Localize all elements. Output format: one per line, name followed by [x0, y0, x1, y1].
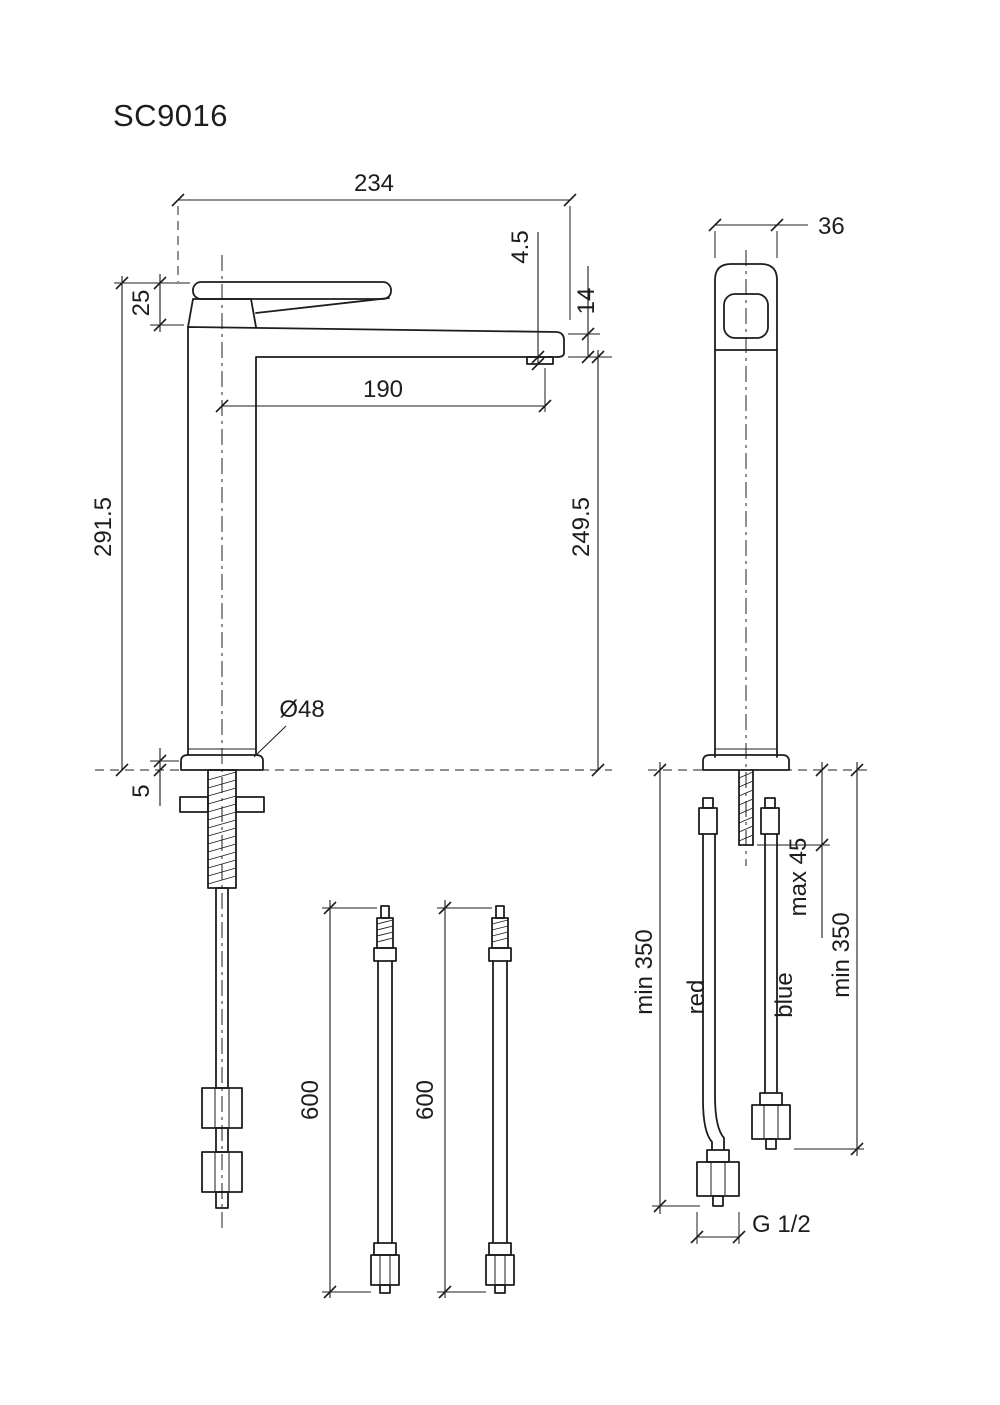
dim-4-5-label: 4.5	[507, 230, 534, 263]
dimension-25: 25	[114, 274, 190, 332]
dimension-36: 36	[708, 213, 845, 258]
base-plate-side	[702, 754, 790, 771]
supply-hose-hot	[696, 797, 740, 1207]
dimension-190: 190	[215, 368, 552, 413]
faucet-side-view	[648, 250, 868, 1207]
dim-291-5-label: 291.5	[90, 497, 117, 557]
dim-25-label: 25	[128, 290, 155, 317]
spout-and-column-outline	[187, 326, 565, 756]
dimension-234: 234	[171, 170, 577, 320]
dim-190-label: 190	[363, 376, 403, 403]
mounting-washer-left	[179, 796, 209, 813]
cold-hose-label: blue	[771, 972, 798, 1017]
dimension-5: 5	[128, 748, 179, 806]
dim-234-label: 234	[354, 170, 394, 197]
dimension-291-5: 291.5	[90, 276, 129, 777]
flex-hose-right	[485, 905, 515, 1294]
dim-min-350-left-label: min 350	[631, 929, 658, 1014]
dim-5-label: 5	[128, 784, 155, 797]
dimension-diameter-48: Ø48	[253, 696, 325, 758]
mounting-washer-right	[235, 796, 265, 813]
dimension-max-45: max 45	[757, 762, 830, 938]
dim-min-350-right-label: min 350	[828, 912, 855, 997]
dim-g-half-label: G 1/2	[752, 1211, 811, 1238]
handle-lever-front	[192, 281, 392, 300]
dimension-g-half: G 1/2	[690, 1211, 811, 1244]
dim-max-45-label: max 45	[785, 838, 812, 917]
dim-600-left-label: 600	[297, 1080, 324, 1120]
dimension-249-5: 249.5	[568, 350, 605, 777]
faucet-front-view	[95, 255, 612, 1232]
dimension-min-350-left: min 350	[631, 762, 700, 1214]
dimension-min-350-right: min 350	[794, 762, 864, 1156]
dim-diameter-48-label: Ø48	[279, 696, 324, 723]
dim-36-label: 36	[818, 213, 845, 240]
dimension-4-5: 4.5	[507, 230, 545, 371]
flex-hose-left	[370, 905, 400, 1294]
thread-hatching	[207, 771, 237, 885]
aerator-tip	[526, 356, 554, 365]
model-number-label: SC9016	[113, 98, 228, 133]
handle-underside-line	[255, 297, 390, 314]
threaded-stud-side	[738, 769, 754, 846]
side-view-dimensions: 36 min 350 red max 45 blue min 350	[631, 213, 864, 1244]
hot-hose-label: red	[683, 980, 710, 1015]
dim-14-label: 14	[573, 288, 600, 315]
dimension-14: 14	[568, 266, 612, 364]
dim-600-right-label: 600	[412, 1080, 439, 1120]
dimension-600-left: 600	[297, 900, 377, 1299]
supply-hose-cold	[751, 797, 791, 1150]
dimension-600-right: 600	[412, 900, 492, 1299]
dim-249-5-label: 249.5	[568, 497, 595, 557]
front-view-dimensions: 234 4.5 14 25 190	[90, 170, 612, 806]
